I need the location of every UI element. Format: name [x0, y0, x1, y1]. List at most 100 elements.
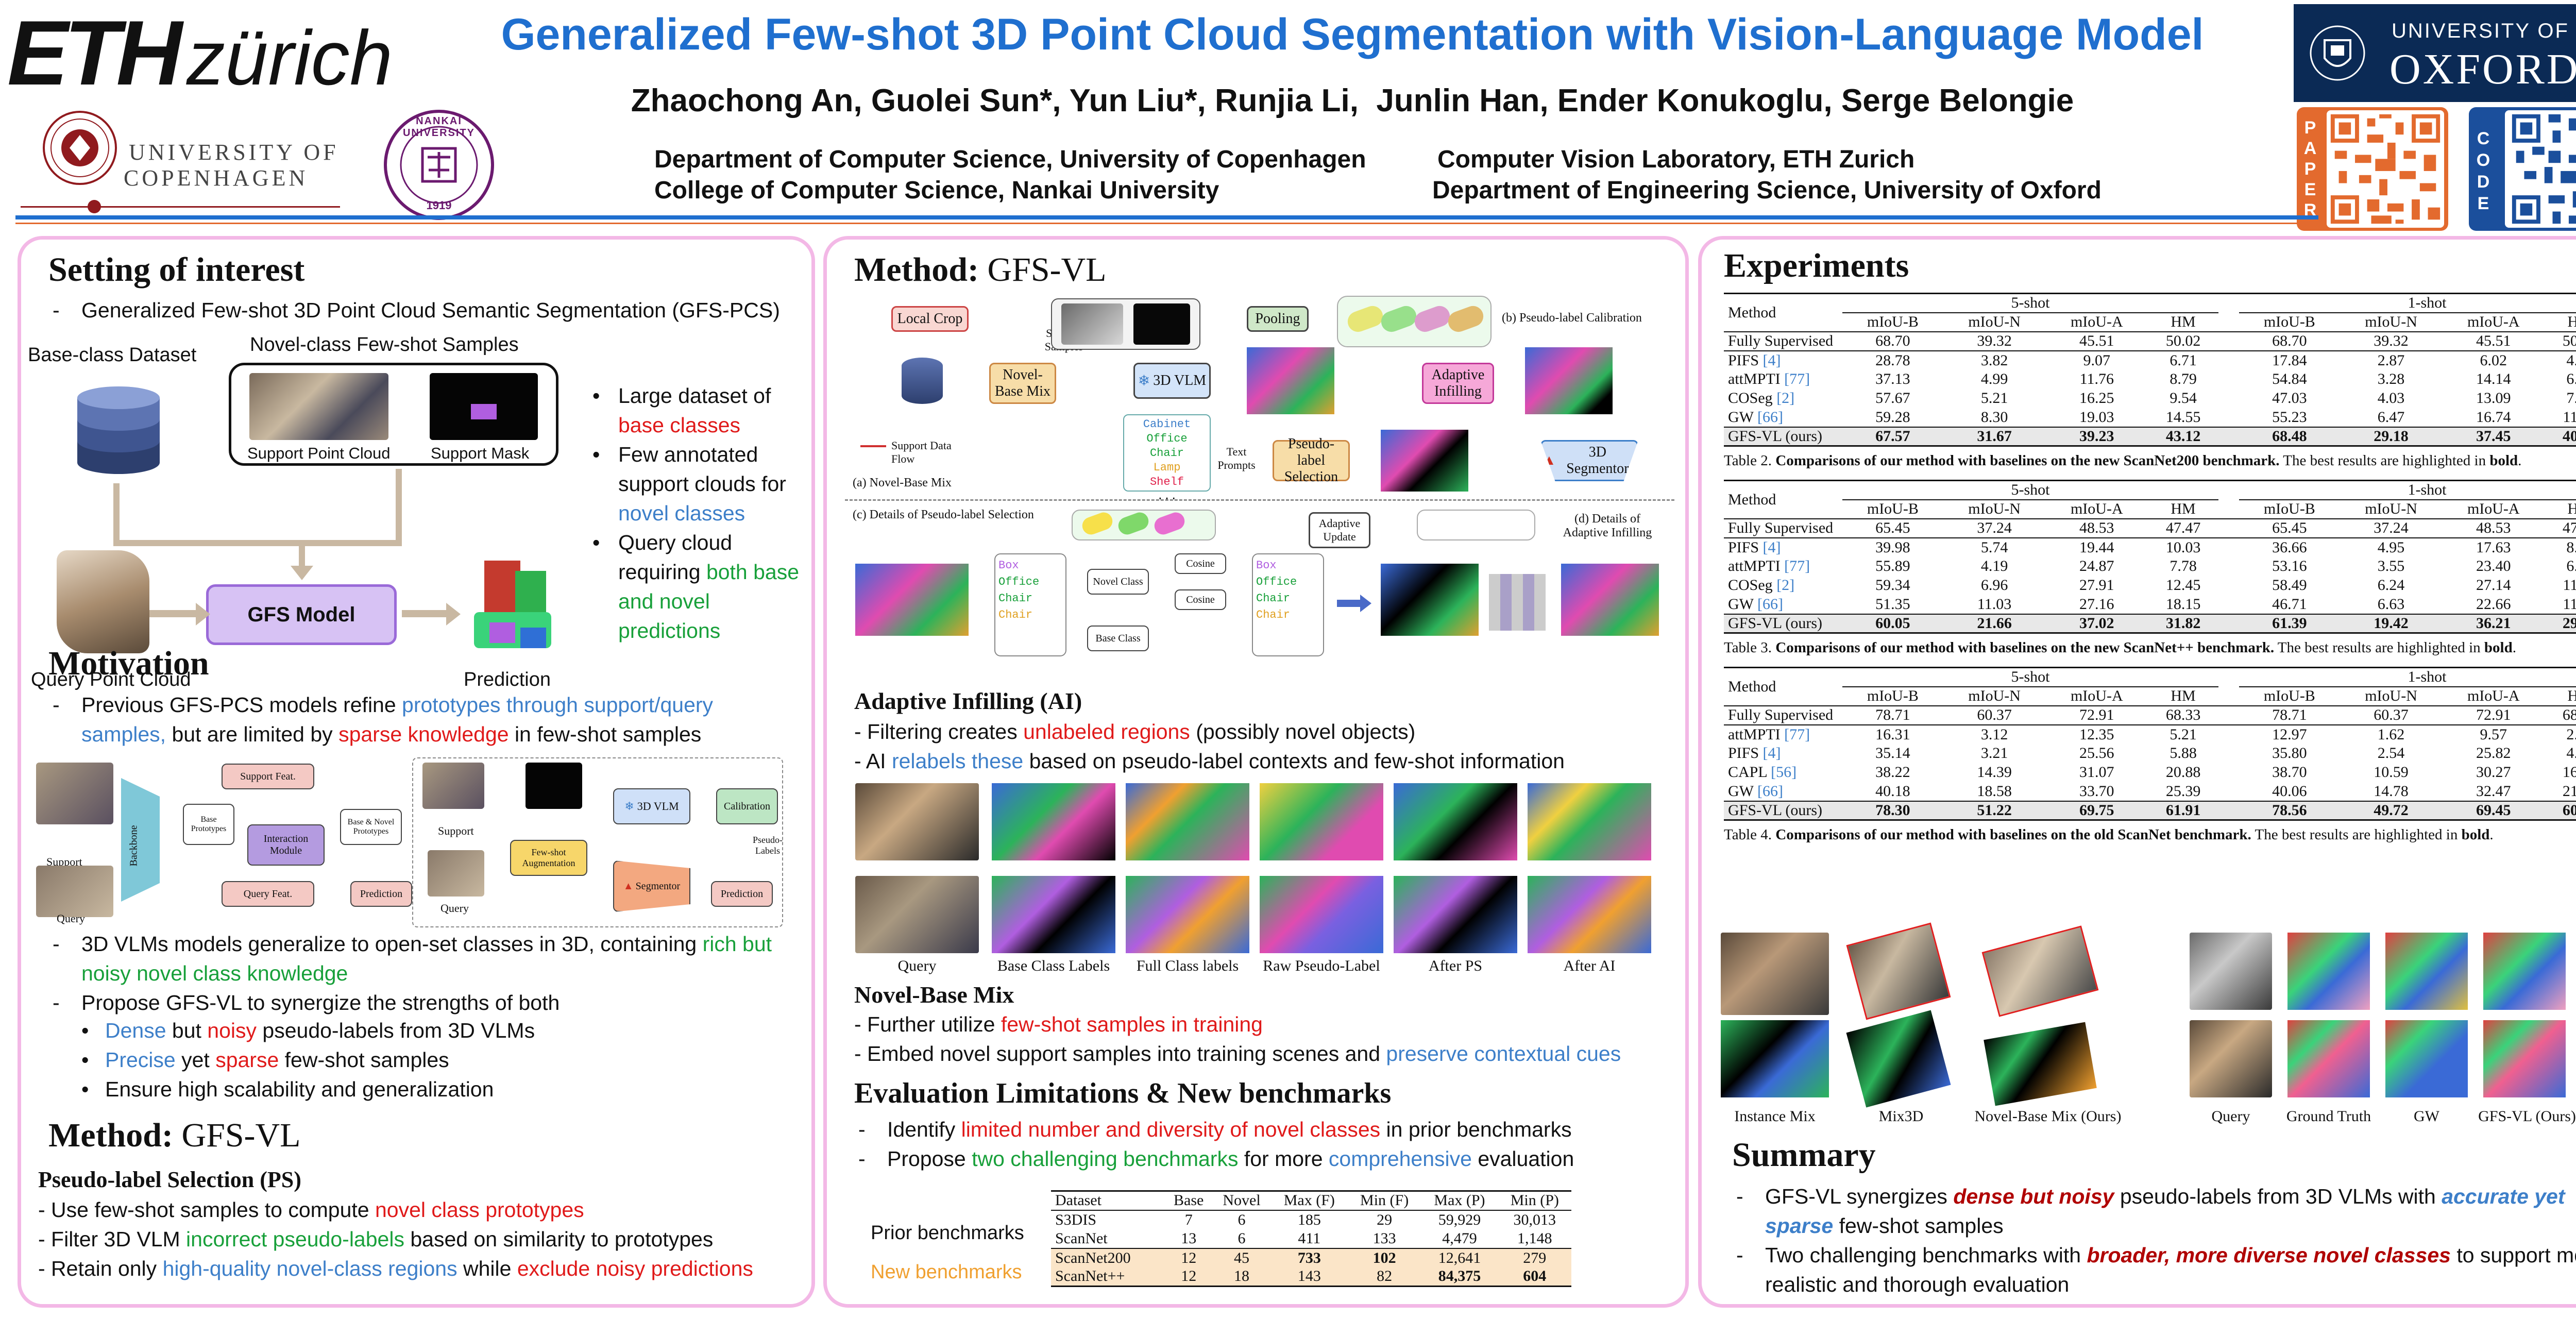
metric-value: 21.66: [1977, 614, 2012, 632]
vis-caption-instance-mix: Instance Mix: [1734, 1108, 1816, 1125]
method-name: Fully Supervised: [1728, 332, 1834, 349]
metric-value: 68.70: [2272, 332, 2307, 349]
metric-value: 27.16: [2079, 595, 2114, 613]
shot5-header: 5-shot: [1842, 293, 2218, 313]
ai-full-2: [1126, 876, 1249, 953]
row-gap: [2218, 370, 2239, 389]
metric-value: 27.91: [2079, 577, 2114, 594]
metric-value: 3.21: [1980, 745, 2008, 762]
metric-value: 11.59: [2563, 595, 2576, 613]
method-label: attMPTI: [1728, 370, 1781, 387]
cls-office-right: Office Chair: [1256, 576, 1297, 605]
metric-value: 47.47: [2562, 519, 2576, 536]
caption-text: The best results are highlighted in: [2251, 826, 2462, 843]
metric-value: 49.72: [2374, 801, 2409, 819]
method-name: GFS-VL (ours): [1728, 614, 1823, 632]
metric-value: 29.47: [2562, 614, 2576, 632]
authors: Zhaochong An, Guolei Sun*, Yun Liu*, Run…: [631, 83, 2074, 119]
metric-value: 36.66: [2272, 538, 2307, 556]
motivation-item-3: Propose GFS-VL to synergize the strength…: [48, 988, 790, 1018]
fire-small-icon: ▲: [1542, 452, 1556, 468]
metric-value: 68.33: [2165, 706, 2201, 723]
setting-title: Setting of interest: [48, 251, 305, 289]
affiliation-2: Computer Vision Laboratory, ETH Zurich: [1437, 146, 1915, 173]
copenhagen-line2: COPENHAGEN: [124, 165, 309, 191]
method-name: GW [66]: [1724, 595, 1842, 614]
support-thumb: [36, 763, 113, 824]
nankai-year: 1919: [426, 199, 452, 212]
caption-end: .: [2512, 639, 2516, 656]
motivation-2-b: rich but noisy novel class knowledge: [81, 932, 772, 985]
metric-value: 25.82: [2476, 745, 2511, 762]
metric-value: 46.71: [2272, 595, 2307, 613]
database-icon: [77, 386, 160, 474]
method-name: attMPTI [77]: [1724, 370, 1842, 389]
mfig-base-novel-label: Base & Novel Prototypes: [347, 818, 395, 836]
metric-value: 78.56: [2272, 801, 2307, 819]
sum-1-b: dense but noisy: [1953, 1185, 2114, 1208]
method-ref: [77]: [1784, 725, 1810, 743]
metric-value: 69.75: [2079, 801, 2114, 819]
left-method-title-a: Method:: [48, 1117, 182, 1154]
vis-caption-ours: GFS-VL (Ours): [2478, 1108, 2576, 1125]
copenhagen-rule: [21, 206, 340, 208]
backbone-shape: [121, 778, 160, 902]
prompt-cabinet: Cabinet: [1143, 418, 1191, 431]
metric-value: 4.19: [1980, 557, 2008, 574]
novel-class-label: Novel Class: [1093, 576, 1143, 587]
metric-value: 50.02: [2165, 332, 2201, 349]
code-qr-link[interactable]: CODE: [2469, 107, 2576, 231]
mfig-few-shot-aug-label: Few-shot Augmentation: [522, 847, 575, 868]
middle-method-title-a: Method:: [854, 251, 988, 289]
metric-value: 9.54: [2170, 390, 2197, 407]
paper-qr-link[interactable]: PAPER: [2297, 107, 2448, 231]
experiments-title: Experiments: [1724, 247, 1909, 284]
metric-value: 9.57: [2480, 725, 2507, 743]
copenhagen-logo: UNIVERSITY OF COPENHAGEN: [21, 109, 350, 213]
motivation-sub-3: Ensure high scalability and generalizati…: [48, 1075, 790, 1104]
metric-header: mIoU-N: [1968, 687, 2021, 704]
query-scene-small: [855, 564, 969, 636]
setting-bullet-1: Large dataset of base classes: [587, 381, 804, 440]
nbm-1-b: few-shot samples in training: [1001, 1012, 1263, 1036]
code-label: CODE: [2476, 129, 2490, 213]
caption-label: Table 3.: [1724, 639, 1776, 656]
nbm-1-a: Further utilize: [867, 1012, 1001, 1036]
metric-value: 47.47: [2165, 519, 2201, 536]
eth-logo-light: zürich: [187, 14, 393, 101]
metric-value: 16.31: [1875, 725, 1910, 743]
metric-value: 9.07: [2083, 351, 2111, 369]
ai-ps-1: [1394, 783, 1517, 860]
metric-value: 14.39: [1977, 764, 2012, 781]
method-diagram: Local Crop Support Samples Pooling (b) P…: [845, 296, 1674, 672]
method-name: GFS-VL (ours): [1728, 427, 1823, 445]
mfig-calibration-label: Calibration: [724, 800, 770, 812]
class-list-left: Box Office Chair Chair: [994, 553, 1066, 656]
support-cloud-image: [249, 373, 388, 440]
metric-value: 22.66: [2476, 595, 2511, 613]
metric-value: 32.47: [2476, 782, 2511, 800]
sub-2-d: few-shot samples: [279, 1048, 449, 1072]
oxford-line2: OXFORD: [2389, 45, 2576, 93]
bench-cell: 82: [1377, 1267, 1393, 1285]
metric-value: 23.40: [2476, 557, 2511, 574]
metric-header: mIoU-A: [2070, 500, 2123, 517]
paper-qr-code-icon: [2327, 110, 2444, 228]
table-caption: Table 2. Comparisons of our method with …: [1724, 451, 2576, 470]
metric-value: 4.95: [2377, 538, 2405, 556]
pseudo-selection-label: Pseudo-label Selection: [1284, 436, 1338, 485]
mfig-segmentor: ▲Segmentor: [613, 860, 690, 912]
metric-header: mIoU-B: [2263, 687, 2315, 704]
flow-line-novel: [396, 469, 402, 546]
motivation-item-1: Previous GFS-PCS models refine prototype…: [48, 690, 790, 749]
metric-value: 14.55: [2165, 408, 2201, 426]
sub-2-c: sparse: [215, 1048, 279, 1072]
vis-nbm-bottom: [1984, 1022, 2097, 1106]
affiliation-3: College of Computer Science, Nankai Univ…: [654, 177, 1219, 204]
mfig-backbone: Backbone: [128, 825, 140, 867]
metric-value: 25.56: [2079, 745, 2114, 762]
header-gap: [2218, 668, 2239, 706]
motivation-list-2: 3D VLMs models generalize to open-set cl…: [48, 929, 790, 1018]
